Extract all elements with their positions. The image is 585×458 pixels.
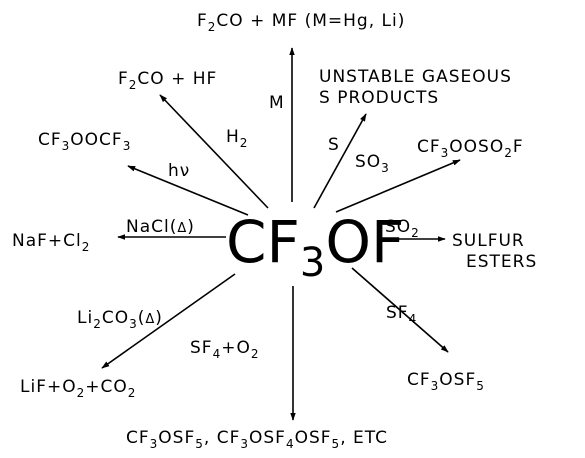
reagent-h2: H2 xyxy=(226,127,248,150)
product-top: F2CO + MF (M=Hg, Li) xyxy=(197,11,405,34)
product-sf5: CF3OSF5 xyxy=(407,370,485,393)
product-esters-line2: ESTERS xyxy=(466,252,537,272)
center-compound: CF3OF xyxy=(226,208,404,286)
product-lithium: LiF+O2+CO2 xyxy=(20,377,136,400)
product-unstable-line1: UNSTABLE GASEOUS xyxy=(319,67,512,87)
reagent-so2: SO2 xyxy=(385,217,420,240)
product-unstable-line2: S PRODUCTS xyxy=(319,88,439,108)
product-fluorosulfate: CF3OOSO2F xyxy=(417,137,524,160)
reagent-m: M xyxy=(269,93,285,113)
product-top-left: F2CO + HF xyxy=(118,69,217,92)
reagent-li2co3: Li2CO3(Δ) xyxy=(77,308,163,331)
arrow-to-lithium xyxy=(101,273,236,369)
product-nacl: NaF+Cl2 xyxy=(12,231,90,254)
arrow-to-sf5 xyxy=(351,267,449,353)
arrow-to-unstable xyxy=(313,113,367,209)
arrow-to-fluorosulfate xyxy=(335,159,461,213)
reagent-sf4: SF4 xyxy=(386,303,417,326)
arrow-to-top-left xyxy=(159,94,269,209)
reagent-nacl: NaCl(Δ) xyxy=(126,217,195,237)
reagent-hv: hν xyxy=(168,161,190,181)
reagent-sf4-o2: SF4+O2 xyxy=(190,338,259,361)
arrow-to-peroxide xyxy=(127,165,249,216)
product-esters-line1: SULFUR xyxy=(452,231,525,251)
reagent-s: S xyxy=(328,135,340,155)
product-peroxide: CF3OOCF3 xyxy=(38,130,131,153)
reagent-so3: SO3 xyxy=(355,152,390,175)
product-bottom: CF3OSF5, CF3OSF4OSF5, ETC xyxy=(126,428,388,451)
